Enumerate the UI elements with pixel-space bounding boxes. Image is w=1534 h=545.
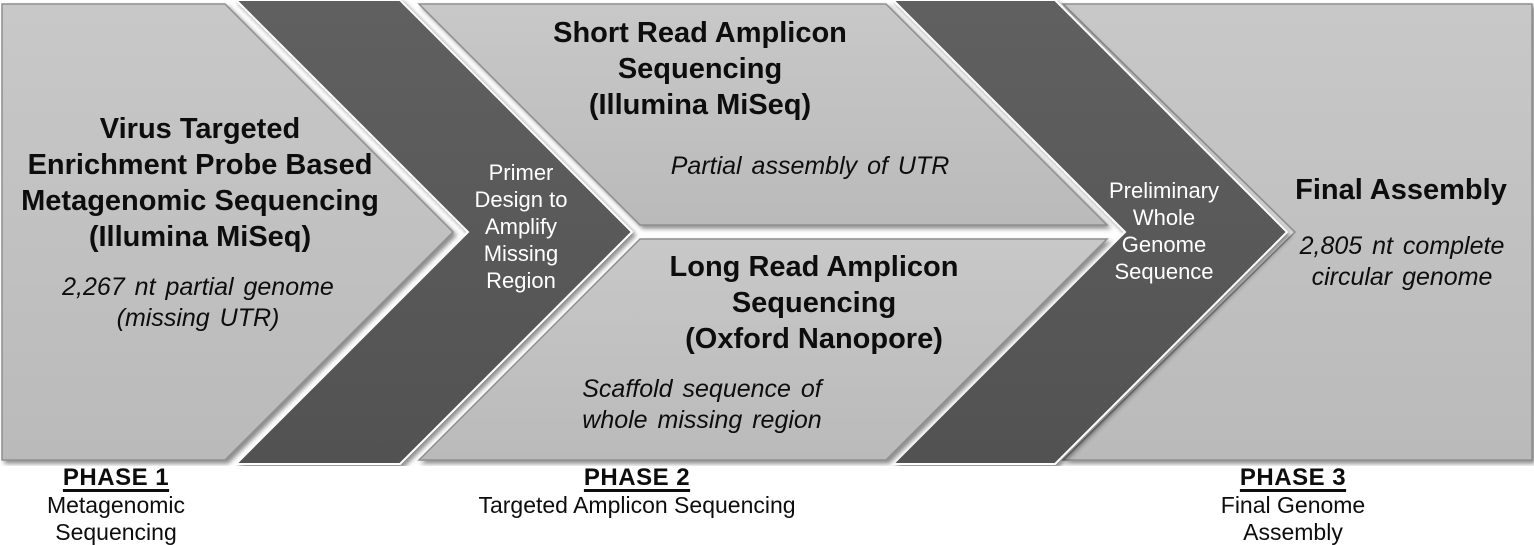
metagenomic-block-title: Virus Targeted Enrichment Probe Based Me…	[21, 113, 379, 253]
short-read-block-shape	[417, 3, 1109, 226]
final-assembly-block-shape	[1061, 3, 1533, 461]
primer-design-chevron-shape	[233, 0, 634, 465]
long-read-block-title: Long Read Amplicon Sequencing (Oxford Na…	[669, 251, 959, 355]
metagenomic-block-note: 2,267 nt partial genome (missing UTR)	[62, 273, 334, 332]
phase-1-description: Metagenomic Sequencing	[46, 492, 186, 545]
preliminary-genome-chevron-shape	[890, 0, 1289, 465]
phase-3-description: Final Genome Assembly	[1220, 492, 1366, 545]
phase-1-name: PHASE 1	[62, 464, 170, 491]
chevron-shapes-canvas	[1, 0, 1533, 465]
phase-3-name: PHASE 3	[1239, 464, 1347, 491]
preliminary-genome-arrow-label: Preliminary Whole Genome Sequence	[1108, 178, 1220, 284]
phase-2-description: Targeted Amplicon Sequencing	[478, 492, 796, 518]
primer-design-arrow-label: Primer Design to Amplify Missing Region	[474, 160, 568, 293]
metagenomic-block-shape	[1, 3, 455, 461]
short-read-block-note: Partial assembly of UTR	[670, 152, 950, 180]
short-read-block-title: Short Read Amplicon Sequencing (Illumina…	[553, 17, 847, 121]
final-assembly-block-note: 2,805 nt complete circular genome	[1299, 232, 1505, 291]
phase-2-name: PHASE 2	[583, 464, 691, 491]
long-read-block-note: Scaffold sequence of whole missing regio…	[582, 375, 822, 434]
long-read-block-shape	[417, 238, 1109, 461]
final-assembly-block-title: Final Assembly	[1295, 174, 1507, 206]
